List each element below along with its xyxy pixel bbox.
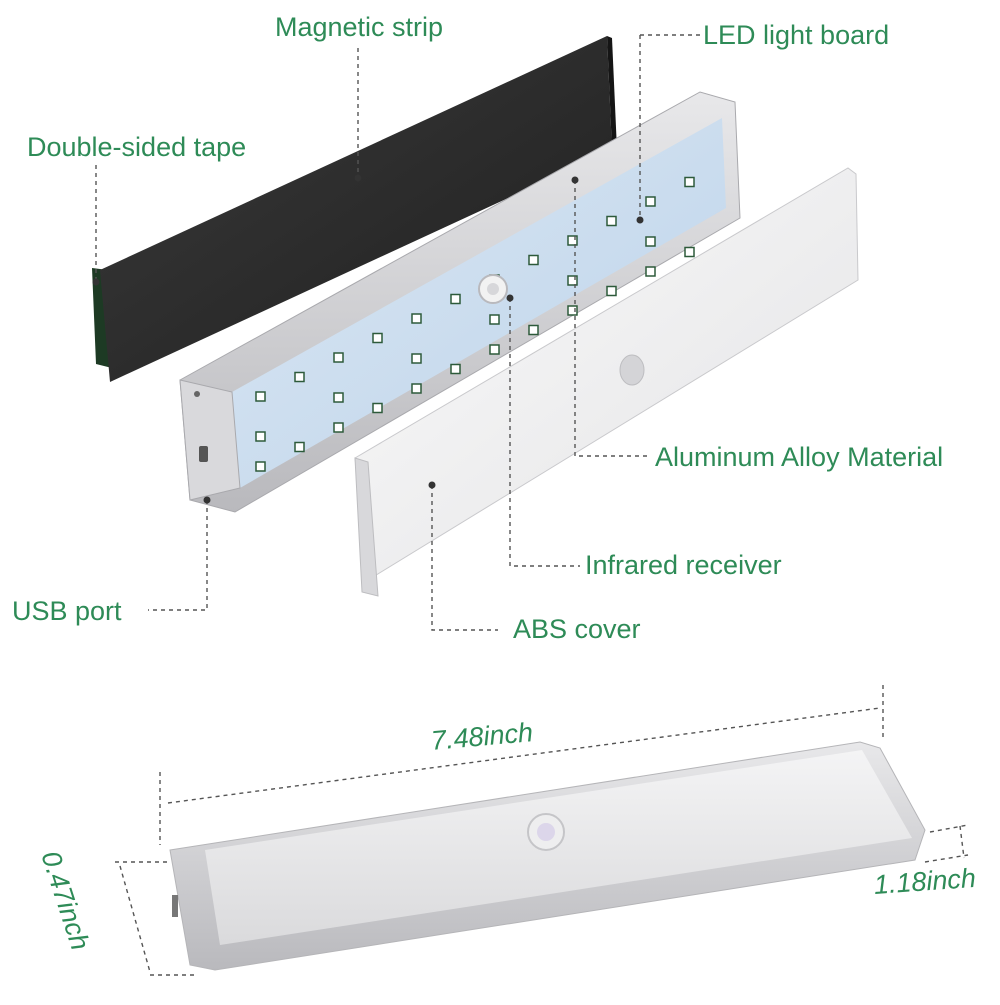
led-chip [411, 353, 422, 364]
led-chip [333, 422, 344, 433]
led-chip [294, 441, 305, 453]
dimension-width-unit: inch [925, 862, 977, 897]
dimension-length-value: 7.48 [429, 721, 485, 756]
leader-dots [92, 174, 644, 504]
usb-port-slot [199, 446, 208, 462]
label-infrared-receiver: Infrared receiver [585, 550, 782, 580]
led-chip [528, 324, 539, 336]
led-chip [489, 314, 500, 325]
led-chip [567, 235, 578, 246]
label-magnetic-strip: Magnetic strip [275, 12, 444, 42]
led-chip [606, 285, 617, 297]
led-chip [255, 391, 266, 402]
led-chip [645, 196, 656, 207]
led-chip [489, 344, 500, 355]
led-chip [645, 266, 656, 277]
led-chip [645, 236, 656, 247]
label-double-sided-tape: Double-sided tape [27, 132, 247, 162]
led-chip [333, 352, 344, 363]
label-led-light-board: LED light board [703, 20, 890, 50]
led-chip [333, 392, 344, 403]
led-chip [684, 246, 695, 258]
led-chip [255, 431, 266, 442]
led-chip [567, 305, 578, 316]
led-chip [528, 254, 539, 266]
label-usb-port: USB port [12, 596, 122, 626]
led-chip [606, 215, 617, 227]
led-chip [294, 371, 305, 383]
led-chip [567, 275, 578, 286]
label-aluminum-alloy: Aluminum Alloy Material [655, 442, 944, 472]
led-chip [684, 176, 695, 188]
assembled-light [169, 741, 926, 971]
leader-lines [95, 34, 700, 631]
led-chip [372, 332, 383, 344]
dimension-width-value: 1.18 [872, 866, 928, 900]
abs-cover [354, 167, 859, 597]
cover-sensor-hole [619, 354, 645, 386]
led-chip [450, 363, 461, 375]
dimension-width: 1.18inch [872, 862, 977, 900]
dimension-length-unit: inch [482, 717, 535, 752]
magnetic-strip [92, 36, 617, 382]
led-chip [411, 383, 422, 394]
label-abs-cover: ABS cover [513, 614, 641, 644]
led-chip [450, 293, 461, 305]
dimension-lines [115, 685, 969, 976]
led-light-board [179, 91, 741, 513]
led-chip [411, 313, 422, 324]
led-chip [372, 402, 383, 414]
led-chip [255, 461, 266, 472]
